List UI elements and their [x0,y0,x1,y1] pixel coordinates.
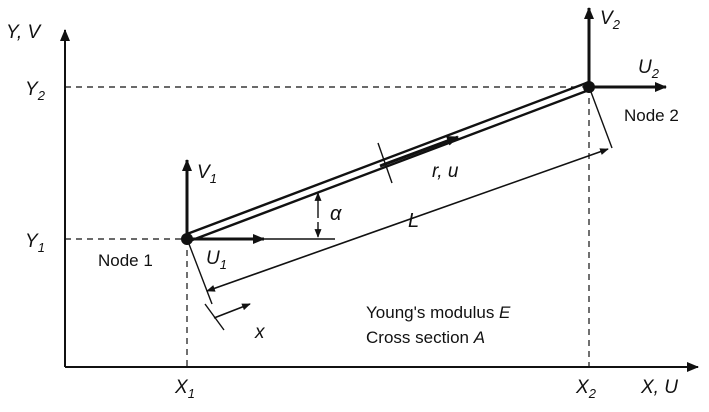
element-bar-upper [186,80,590,236]
node1-point [181,233,193,245]
angle-alpha-label: α [330,203,342,225]
u1-label: U1 [206,248,227,272]
x2-tick-label: X2 [575,377,597,401]
node1-label: Node 1 [98,251,153,270]
y-axis-label: Y, V [6,22,42,43]
local-r-axis-label: r, u [432,161,459,182]
x-axis-label: X, U [640,377,678,398]
length-extension-right [590,91,613,149]
y2-tick-label: Y2 [25,79,46,103]
local-x-axis-arrow [213,303,251,319]
element-bar-lower [186,88,590,244]
length-L-label: L [408,210,419,232]
local-x-axis-label: x [254,322,266,343]
node2-point [583,81,595,93]
length-dimension-line [206,148,609,292]
cross-section-note: Cross section A [366,328,485,347]
v1-label: V1 [197,162,217,186]
y1-tick-label: Y1 [25,231,45,255]
youngs-modulus-note: Young's modulus E [366,303,511,322]
x1-tick-label: X1 [174,377,195,401]
length-extension-left [188,243,213,305]
node2-label: Node 2 [624,106,679,125]
v2-label: V2 [600,8,621,32]
u2-label: U2 [638,57,660,81]
